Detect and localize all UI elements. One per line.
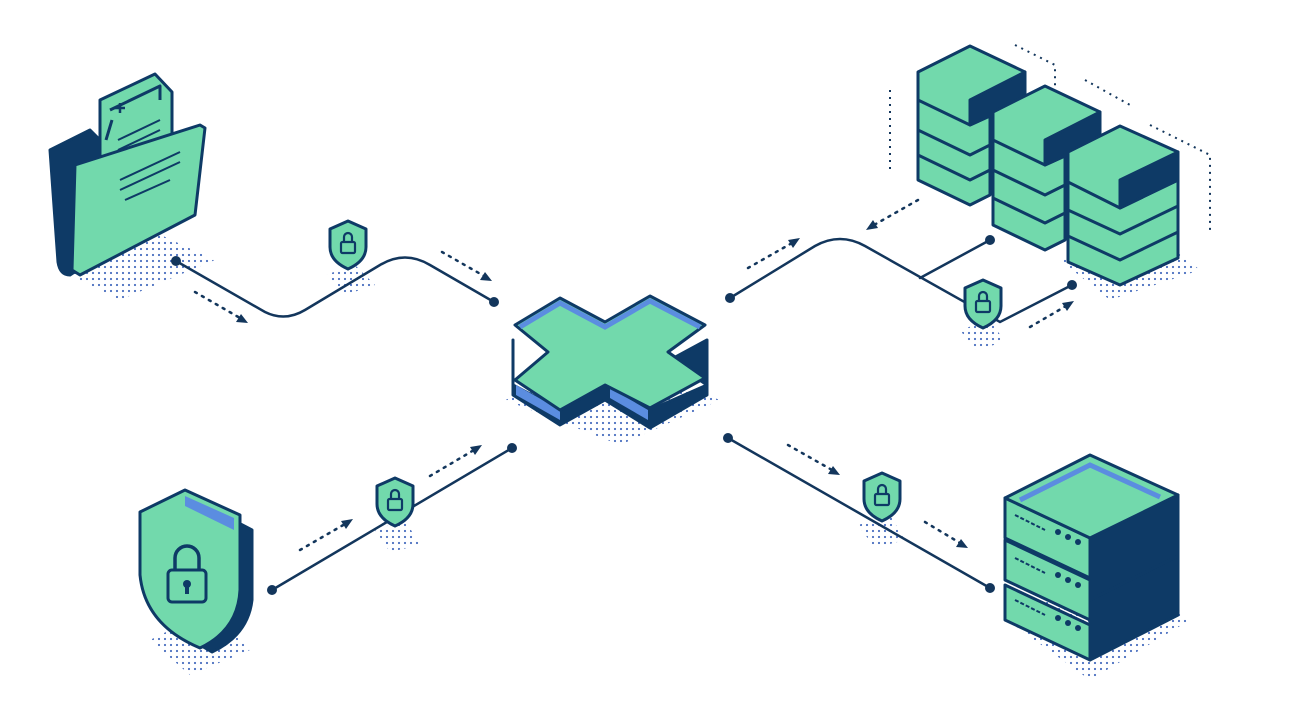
medical-folder-icon: [48, 72, 207, 277]
server-cluster-icon: [889, 44, 1211, 287]
server-stack-icon: [1003, 453, 1180, 662]
security-shield-lock-icon: [138, 488, 254, 654]
padlock-shield-icon: [862, 471, 902, 523]
connection-hub-to-server: [723, 433, 995, 593]
padlock-shield-icon: [963, 278, 1003, 330]
connection-hub-to-cluster: [725, 198, 1077, 330]
connection-folder-to-hub: [171, 219, 499, 323]
padlock-shield-icon: [328, 219, 368, 271]
connection-shield-to-hub: [267, 443, 517, 595]
medical-cross-hub-icon: [511, 294, 709, 430]
padlock-shield-icon: [375, 476, 415, 528]
